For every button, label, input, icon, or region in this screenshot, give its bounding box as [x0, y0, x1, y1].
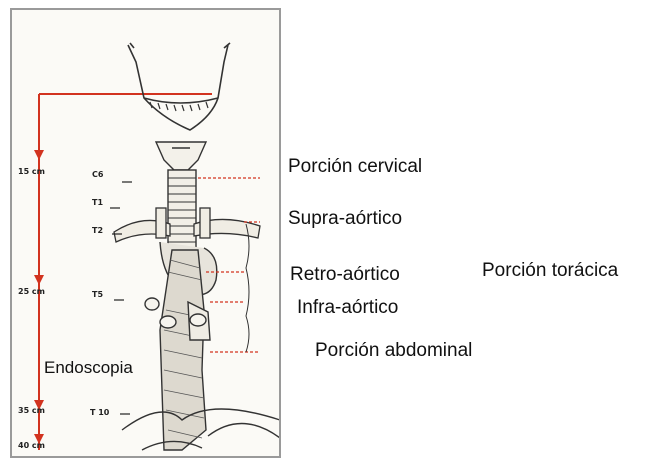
- distance-40cm: 40 cm: [18, 441, 45, 450]
- label-retro-aortic: Retro-aórtico: [290, 264, 400, 286]
- larynx: [156, 142, 206, 170]
- label-cervical-portion: Porción cervical: [288, 156, 422, 178]
- trachea: [168, 170, 196, 248]
- esophagus-illustration: 15 cm 25 cm 35 cm 40 cm C6 T1 T2 T5 T 10…: [10, 8, 281, 458]
- label-infra-aortic: Infra-aórtico: [297, 297, 398, 319]
- vertebra-t2: T2: [92, 226, 103, 235]
- distance-15cm: 15 cm: [18, 167, 45, 176]
- mandible: [128, 43, 230, 130]
- label-abdominal-portion: Porción abdominal: [315, 340, 472, 362]
- label-thoracic-portion: Porción torácica: [482, 260, 618, 282]
- vertebra-ticks: [110, 182, 132, 414]
- label-supra-aortic: Supra-aórtico: [288, 208, 402, 230]
- vertebra-c6: C6: [92, 170, 103, 179]
- thoracic-bracket: [246, 224, 249, 352]
- vertebra-t5: T5: [92, 290, 103, 299]
- anatomy-drawing: [12, 10, 281, 458]
- vertebra-t10: T 10: [90, 408, 109, 417]
- endoscopy-label: Endoscopia: [42, 358, 135, 378]
- distance-25cm: 25 cm: [18, 287, 45, 296]
- distance-35cm: 35 cm: [18, 406, 45, 415]
- vertebra-t1: T1: [92, 198, 103, 207]
